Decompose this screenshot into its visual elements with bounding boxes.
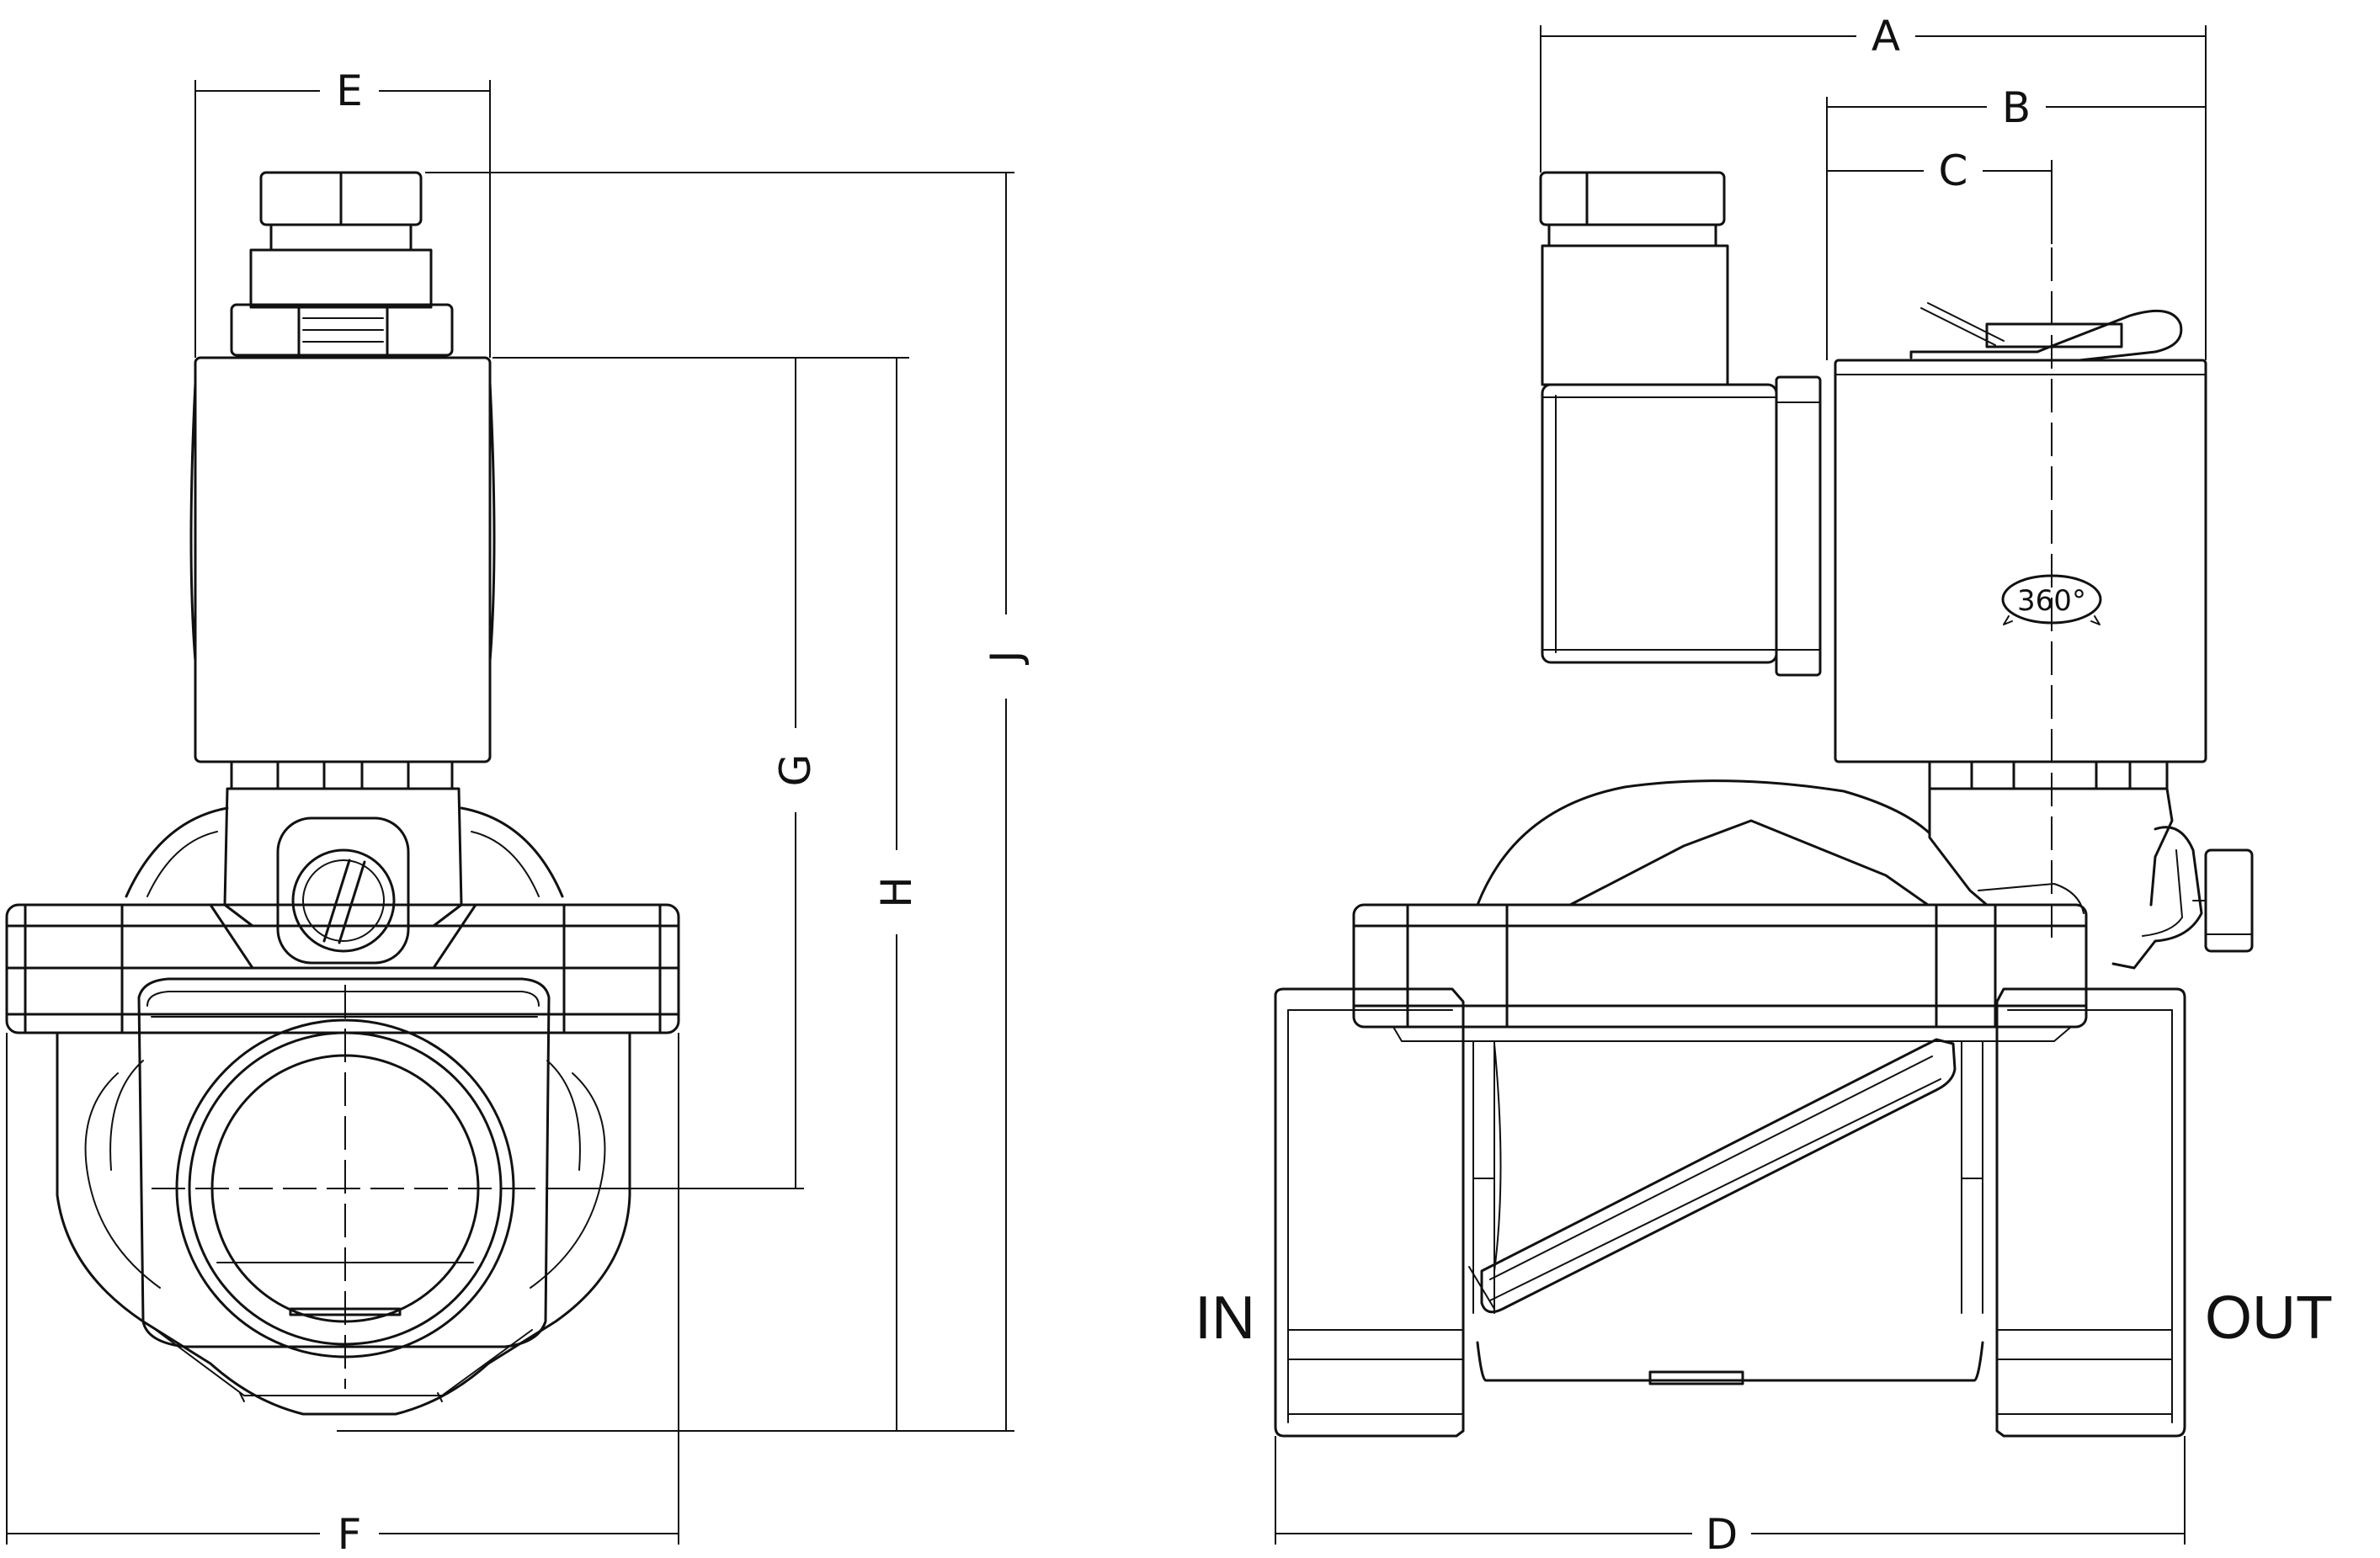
front-top-nut [249,171,433,309]
side-body-flange [1352,903,2088,1042]
connector-plug [1541,244,1822,677]
dimension-label-g: G [771,754,820,787]
port-labels: IN OUT [1195,1284,2333,1352]
pilot-cap [2111,826,2254,970]
front-tube-nut [230,760,454,790]
dimension-lines [6,25,2207,1545]
dimension-label-f: F [338,1510,362,1558]
front-body-flange [5,903,680,1034]
front-coil [189,356,496,763]
front-collar [230,303,454,357]
dimension-label-e: E [336,66,363,115]
dimension-label-a: A [1872,12,1900,61]
outlet-label: OUT [2205,1284,2333,1352]
dimension-label-h: H [872,876,921,908]
dimension-label-j: J [982,651,1030,666]
front-lower-body [56,1031,631,1416]
side-coil [1834,359,2207,763]
dimension-labels: E F A B C D J H G [336,12,2031,1558]
dimension-label-b: B [2002,83,2031,132]
front-port-face [137,977,551,1402]
retaining-clip [1909,302,2183,362]
side-view: 360° [1274,160,2254,1438]
side-bonnet-dome [1476,779,2174,914]
dimension-label-c: C [1939,146,1968,195]
connector-nut [1539,171,1726,247]
dimension-label-d: D [1706,1510,1738,1558]
side-center-body [1462,1040,1999,1385]
internal-passage [1468,1038,1957,1314]
outlet-fitting [1995,987,2186,1438]
inlet-label: IN [1195,1284,1255,1352]
front-view [5,171,680,1416]
manual-override-screw [276,816,410,965]
side-tube-nut [1928,760,2169,790]
inlet-fitting [1274,987,1465,1438]
